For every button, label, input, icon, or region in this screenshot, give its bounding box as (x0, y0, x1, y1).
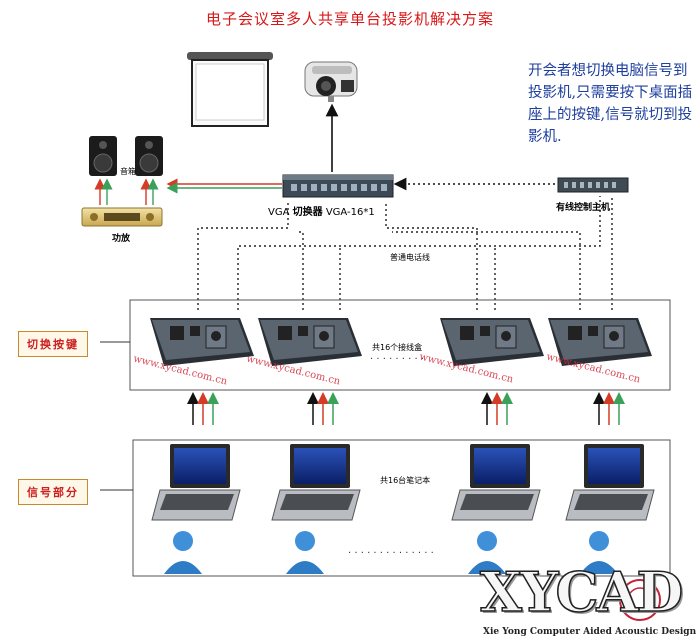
socket-4-icon (548, 318, 652, 366)
diagram-title: 电子会议室多人共享单台投影机解决方案 (205, 10, 494, 28)
signal-section-label: 信号部分 (18, 479, 88, 505)
speaker-label: 音箱 (120, 167, 136, 176)
speaker-left-icon (89, 136, 117, 176)
switcher-model: VGA-16*1 (325, 207, 375, 218)
signal-arrows (187, 392, 625, 425)
laptop-4-icon (565, 444, 655, 521)
signal-section-box (132, 439, 671, 577)
vga-switcher-label: VGA 切换器 VGA-16*1 (268, 203, 375, 218)
user-1-icon (164, 531, 202, 574)
switch-keys-section-label: 切换按键 (18, 331, 88, 357)
cable-label: 普通电话线 (390, 253, 430, 262)
laptop-3-icon (451, 444, 541, 521)
laptop-2-icon (271, 444, 361, 521)
control-host-label: 有线控制主机 (556, 203, 611, 213)
signal-cable-lines (197, 196, 613, 310)
speaker-right-icon (135, 136, 163, 176)
socket-1-icon (150, 318, 254, 366)
socket-3-icon (440, 318, 544, 366)
amplifier-icon (81, 207, 163, 227)
socket-count-label: 共16个接线盒 (372, 343, 423, 352)
control-host-icon (557, 177, 629, 193)
xycad-logo: XYCAD (479, 559, 684, 625)
switcher-name: 切换器 (292, 207, 323, 218)
svg-text:· · · · · · · · ·: · · · · · · · · · (370, 354, 424, 365)
description-text: 开会者想切换电脑信号到投影机,只需要按下桌面插座上的按键,信号就切到投影机. (528, 63, 693, 145)
user-2-icon (286, 531, 324, 574)
switch-key-section-box (129, 299, 671, 391)
amplifier-label: 功放 (112, 234, 131, 244)
user-4-icon (580, 531, 618, 574)
socket-2-icon (258, 318, 362, 366)
laptop-1-icon (151, 444, 241, 521)
svg-text:· · · · · · · · · · · · · ·: · · · · · · · · · · · · · · (348, 548, 434, 559)
xycad-logo-graphic (619, 579, 661, 621)
laptop-count-label: 共16台笔记本 (380, 476, 431, 485)
vga-switcher-icon (282, 174, 394, 198)
user-3-icon (468, 531, 506, 574)
xycad-tagline: Xie Yong Computer Aided Acoustic Design (483, 627, 697, 637)
projector-icon (304, 61, 358, 102)
switcher-prefix: VGA (268, 207, 290, 218)
projection-screen-icon (187, 52, 273, 127)
